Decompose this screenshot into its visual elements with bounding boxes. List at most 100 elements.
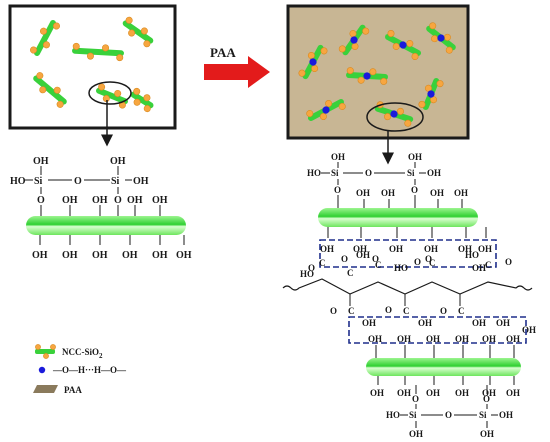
- oh-label: OH: [62, 195, 78, 206]
- particle: [319, 112, 327, 120]
- ho-label: HO: [300, 269, 314, 279]
- right-upper-nanocrystal-rod: [318, 208, 478, 227]
- ncc-rod: [130, 87, 154, 113]
- particle: [114, 89, 122, 97]
- ncc-rod: [30, 19, 60, 57]
- oh-label: OH: [455, 388, 469, 398]
- particle: [387, 30, 395, 38]
- particle: [349, 30, 357, 38]
- particle: [311, 65, 319, 73]
- oh-label: OH: [496, 318, 510, 328]
- o-label: O: [308, 263, 315, 273]
- oh-label: OH: [522, 325, 536, 335]
- particle: [140, 27, 148, 35]
- particle: [325, 100, 333, 108]
- oh-label: OH: [408, 152, 422, 162]
- oh-label: OH: [409, 429, 423, 439]
- oh-label: OH: [353, 244, 367, 254]
- particle: [445, 46, 453, 54]
- oh-label: OH: [176, 250, 192, 261]
- oh-label: OH: [455, 334, 469, 344]
- oh-label: OH: [427, 168, 441, 178]
- reaction-label: PAA: [210, 45, 236, 60]
- ncc-rod: [122, 16, 154, 48]
- hydrogen-bond-dot: [322, 106, 330, 114]
- ncc-rod: [298, 44, 328, 80]
- rod-body: [34, 19, 56, 57]
- particle: [306, 110, 314, 118]
- particle: [396, 107, 404, 115]
- ho-label: HO: [394, 263, 408, 273]
- c-label: C: [429, 258, 436, 268]
- oh-label: OH: [62, 250, 78, 261]
- oh-label: OH: [122, 250, 138, 261]
- particle: [418, 100, 426, 108]
- hydrogen-bond-dot: [363, 72, 371, 80]
- oh-label: OH: [368, 334, 382, 344]
- particle: [392, 42, 400, 50]
- paa-polymer-backbone: [282, 278, 533, 295]
- oh-label: OH: [370, 388, 384, 398]
- right-highlight-ellipse: [366, 102, 424, 132]
- oh-label: OH: [127, 195, 143, 206]
- particle: [384, 113, 392, 121]
- c-label: C: [458, 306, 465, 316]
- ncc-rod: [33, 72, 67, 108]
- particle: [404, 119, 412, 127]
- o-label: O: [411, 185, 418, 195]
- right-rod-group: [298, 22, 456, 127]
- o-label: O: [414, 257, 421, 267]
- rod-body: [72, 47, 124, 57]
- o-label: O: [412, 394, 419, 404]
- rod-icon: [35, 344, 56, 359]
- oh-label: OH: [389, 244, 403, 254]
- particle: [125, 16, 133, 24]
- o-label: O: [425, 254, 432, 264]
- c-label: C: [319, 258, 326, 268]
- reaction-arrow: [204, 56, 270, 88]
- particle: [72, 42, 80, 50]
- o-label: O: [372, 254, 379, 264]
- particle: [30, 46, 38, 54]
- si-label: Si: [479, 410, 487, 420]
- oh-label: OH: [152, 250, 168, 261]
- oh-label: OH: [482, 388, 496, 398]
- ncc-rod: [426, 22, 456, 54]
- hydrogen-bond-dot: [437, 34, 445, 42]
- particle: [338, 102, 346, 110]
- left-nanocrystal-rod: [26, 216, 186, 235]
- oh-label: OH: [32, 250, 48, 261]
- rod-body: [122, 20, 154, 44]
- particle: [351, 42, 359, 50]
- oh-label: OH: [506, 388, 520, 398]
- particle: [86, 52, 94, 60]
- particle: [133, 87, 141, 95]
- si-label: Si: [409, 410, 417, 420]
- ho-label: HO: [307, 168, 321, 178]
- particle: [143, 105, 151, 113]
- legend-ncc-label: NCC-SiO2: [62, 347, 103, 360]
- oh-label: OH: [454, 188, 468, 198]
- particle: [424, 84, 432, 92]
- particle: [431, 35, 439, 43]
- particle: [53, 86, 61, 94]
- legend-paa-label: PAA: [64, 385, 82, 395]
- bridge-o-label: O: [445, 410, 452, 420]
- o-label: O: [330, 306, 337, 316]
- particle: [102, 44, 110, 52]
- particle: [346, 67, 354, 75]
- rod-body: [33, 75, 67, 105]
- particle: [411, 52, 419, 60]
- oh-label: OH: [356, 188, 370, 198]
- ncc-rod: [346, 67, 388, 85]
- oh-label: OH: [362, 318, 376, 328]
- particle: [42, 41, 50, 49]
